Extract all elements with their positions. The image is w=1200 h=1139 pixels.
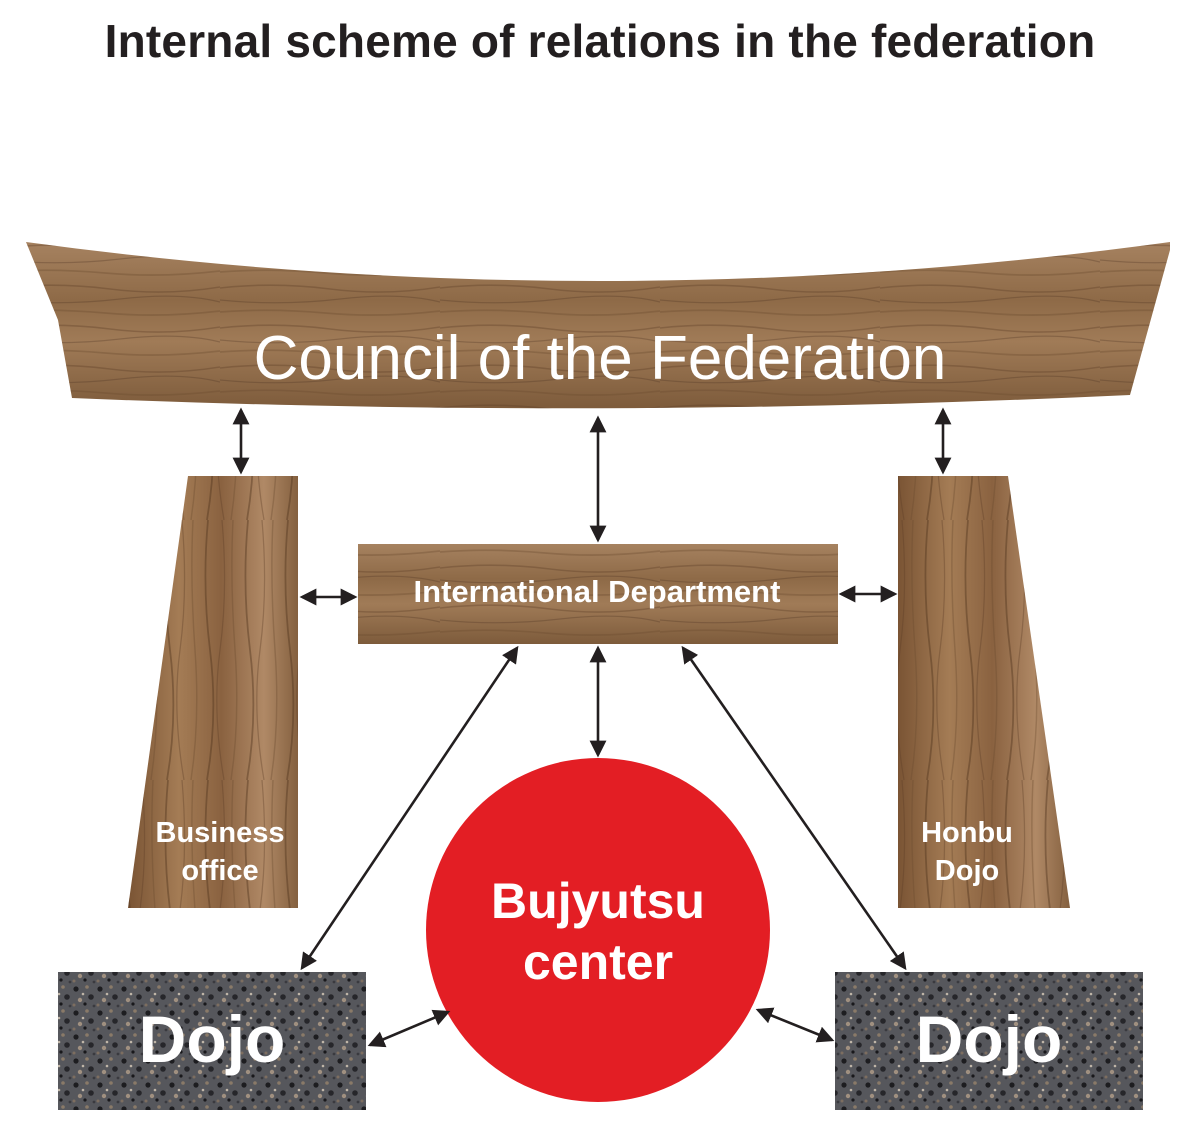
dojo-left-label: Dojo: [139, 1002, 286, 1076]
dojo-right-box: Dojo: [835, 972, 1143, 1110]
arrow-dojo-left-center: [367, 1009, 451, 1048]
dojo-right-label: Dojo: [916, 1002, 1063, 1076]
honbu-dojo-label-line2: Dojo: [935, 855, 999, 887]
business-office-label-line1: Business: [156, 817, 285, 849]
international-department-box: International Department: [358, 544, 838, 644]
honbu-dojo-pillar: Honbu Dojo: [898, 476, 1070, 908]
dojo-left-box: Dojo: [58, 972, 366, 1110]
business-office-pillar: Business office: [128, 476, 298, 908]
honbu-dojo-label-line1: Honbu: [921, 817, 1013, 849]
bujyutsu-center-label-line2: center: [523, 934, 673, 990]
council-label: Council of the Federation: [254, 324, 947, 393]
council-beam: Council of the Federation: [26, 242, 1170, 409]
arrow-international-dojo-right: [681, 645, 907, 971]
arrow-international-dojo-left: [300, 645, 519, 971]
bujyutsu-center-label-line1: Bujyutsu: [491, 873, 705, 929]
page-title: Internal scheme of relations in the fede…: [104, 15, 1096, 67]
business-office-label-line2: office: [181, 855, 258, 887]
bujyutsu-center-circle: Bujyutsu center: [426, 758, 770, 1102]
international-department-label: International Department: [414, 574, 781, 609]
arrow-center-dojo-right: [755, 1007, 835, 1043]
relation-arrows: [232, 407, 952, 1048]
